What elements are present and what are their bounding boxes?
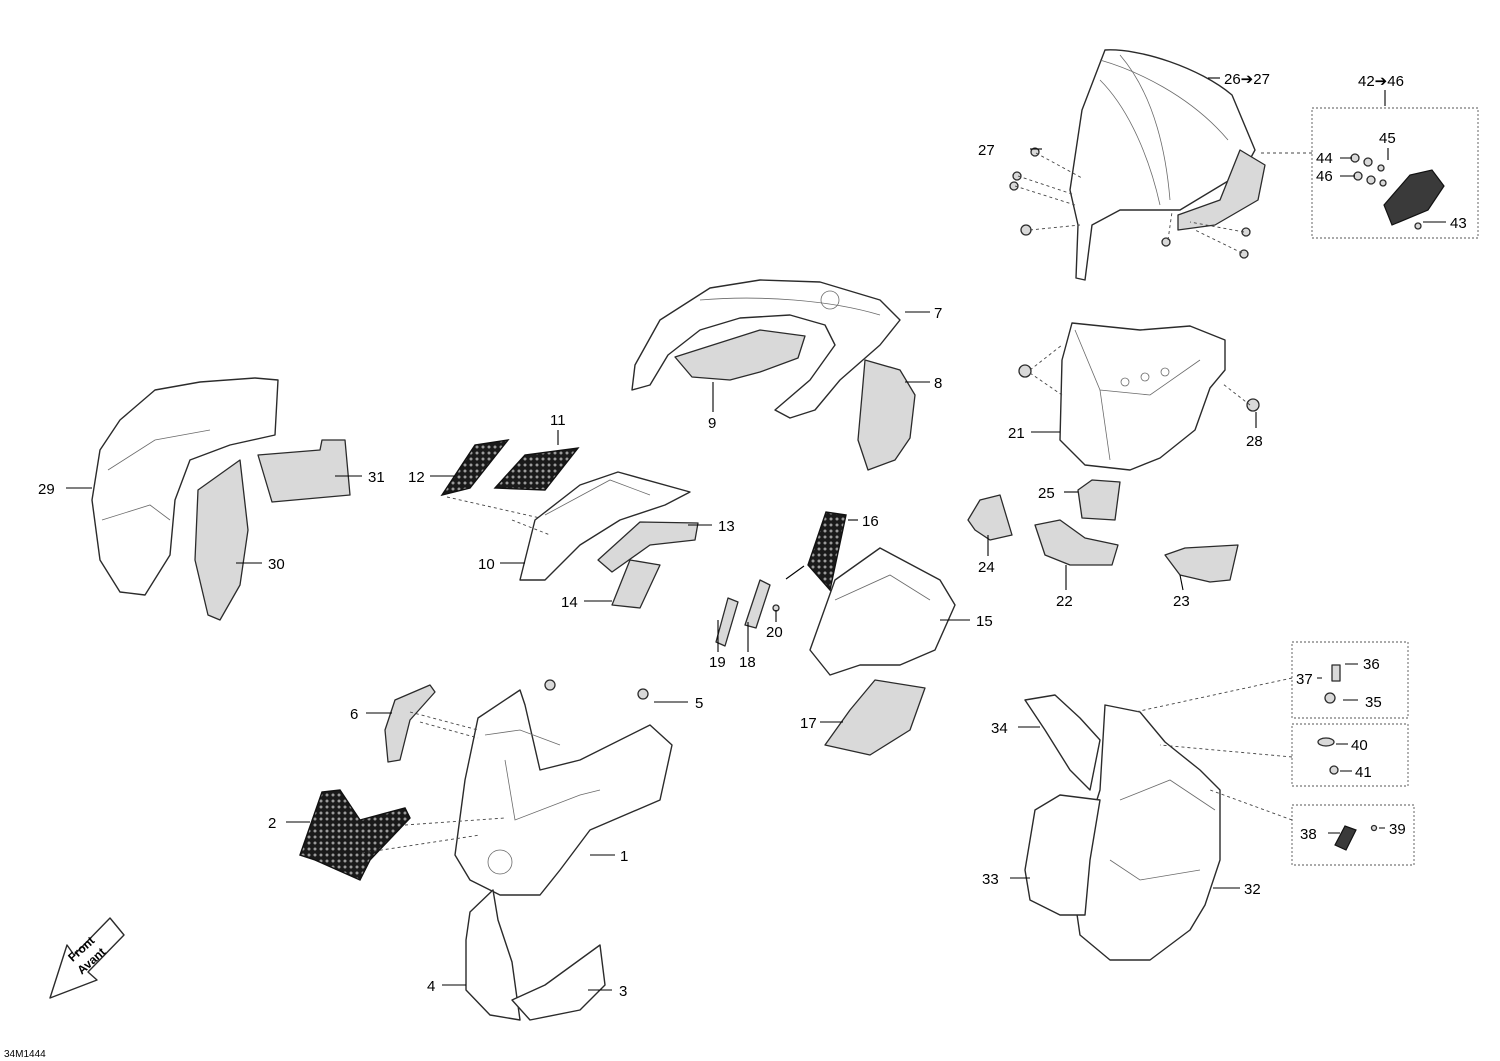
callout-14: 14 [561,594,578,611]
callout-36: 36 [1363,656,1380,673]
callout-35: 35 [1365,694,1382,711]
callout-6: 6 [350,706,358,723]
callout-22: 22 [1056,593,1073,610]
leader-lines [66,77,1446,991]
callout-11: 11 [550,412,566,429]
windshield-fasteners [1009,147,1251,259]
kit-box-35-37 [1291,641,1409,719]
vent-16-part [807,511,847,592]
panel-25-part [1077,479,1121,521]
callout-29: 29 [38,481,55,498]
plate-19-part [715,597,739,647]
callout-15: 15 [976,613,993,630]
fastener-5b-part [637,688,649,700]
fastener-kit-parts [1317,664,1378,851]
callout-4: 4 [427,978,435,995]
callout-39: 39 [1389,821,1406,838]
callout-32: 32 [1244,881,1261,898]
callout-43: 43 [1450,215,1467,232]
windshield-part [1069,49,1266,281]
panel-15-part [809,547,956,676]
panel-8-part [857,359,916,471]
callout-37: 37 [1296,671,1313,688]
panel-14-part [611,559,661,609]
callout-42-46: 42➔46 [1358,73,1404,90]
callout-44: 44 [1316,150,1333,167]
callout-46: 46 [1316,168,1333,185]
kit-box-40-41 [1291,723,1409,787]
callout-19: 19 [709,654,726,671]
side-panel-32-part [1071,704,1221,961]
callout-13: 13 [718,518,735,535]
side-panel-33-part [1024,794,1101,916]
panel-4-part [465,889,521,1021]
hood-part [454,689,673,896]
panel-30-part [194,459,249,621]
panel-10-part [519,471,691,581]
panel-22-part [1034,519,1119,566]
callout-1: 1 [620,848,628,865]
callout-8: 8 [934,375,942,392]
callout-25: 25 [1038,485,1055,502]
side-panel-part [91,377,279,596]
callout-31: 31 [368,469,385,486]
callout-7: 7 [934,305,942,322]
callout-45: 45 [1379,130,1396,147]
fastener-5a-part [544,679,556,691]
callout-18: 18 [739,654,756,671]
panel-9-part [674,329,806,381]
callout-23: 23 [1173,593,1190,610]
callout-40: 40 [1351,737,1368,754]
upper-panel-part [631,279,901,419]
panel-3-part [511,944,606,1021]
deflector-part [1350,153,1445,230]
callout-26-27: 26➔27 [1224,71,1270,88]
console-part [1018,322,1260,471]
callout-9: 9 [708,415,716,432]
callout-30: 30 [268,556,285,573]
callout-24: 24 [978,559,995,576]
callout-33: 33 [982,871,999,888]
callout-41: 41 [1355,764,1372,781]
bracket-6-part [384,684,436,763]
front-direction-arrow: Front Avant [49,917,125,999]
callout-17: 17 [800,715,817,732]
panel-23-part [1164,544,1239,583]
grille-2-part [299,789,411,881]
callout-3: 3 [619,983,627,1000]
callout-labels: 1 2 3 4 5 6 7 8 9 10 11 12 13 14 15 16 1… [38,71,1467,1000]
callout-2: 2 [268,815,276,832]
side-panel-34-part [1024,694,1101,791]
callout-16: 16 [862,513,879,530]
panel-31-part [257,439,351,503]
plate-18-part [744,579,771,629]
callout-21: 21 [1008,425,1025,442]
kit-box-38-39 [1291,804,1415,866]
callout-34: 34 [991,720,1008,737]
callout-5: 5 [695,695,703,712]
vent-11-part [493,447,580,491]
callout-28: 28 [1246,433,1263,450]
callout-10: 10 [478,556,495,573]
document-id: 34M1444 [4,1049,46,1060]
callout-38: 38 [1300,826,1317,843]
callout-27: 27 [978,142,995,159]
panel-17-part [824,679,926,756]
panel-24-part [967,494,1013,541]
callout-20: 20 [766,624,783,641]
vent-12-part [440,439,510,497]
panel-13-part [597,521,699,573]
callout-12: 12 [408,469,425,486]
